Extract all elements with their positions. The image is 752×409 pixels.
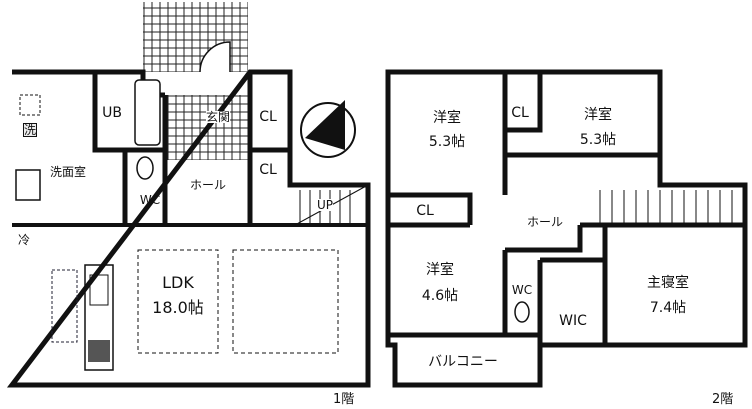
kitchen-counter (84, 264, 114, 371)
porch-tiles (143, 2, 248, 72)
master-bedroom-size: 7.4帖 (649, 300, 687, 316)
entrance-door (199, 41, 231, 73)
balcony-label: バルコニー (428, 354, 498, 370)
closet-label: CL (259, 162, 277, 178)
wc-label: WC (139, 193, 161, 207)
toilet (136, 156, 154, 180)
stairs-up-label: UP (316, 198, 334, 212)
sink (89, 274, 109, 306)
laundry-label: 洗 (22, 123, 38, 137)
wic-label: WIC (559, 313, 587, 329)
wc-label: WC (511, 283, 533, 297)
wash-basin (15, 169, 41, 201)
washer-space (19, 94, 41, 116)
closet-label: CL (511, 105, 529, 121)
cl-area-outline (232, 249, 339, 354)
washroom-label: 洗面室 (49, 165, 87, 179)
western-room-label: 洋室 (584, 107, 612, 123)
closet-label: CL (416, 203, 434, 219)
floor2-label: 2階 (712, 392, 734, 407)
ldk-size: 18.0帖 (152, 298, 204, 317)
floor2-walls (385, 69, 748, 388)
master-bedroom-label: 主寝室 (647, 275, 689, 291)
hall-label: ホール (189, 178, 227, 192)
ub-label: UB (102, 105, 122, 121)
western-room-size: 5.3帖 (579, 132, 617, 148)
western-room-label: 洋室 (433, 110, 461, 126)
entrance-label: 玄関 (205, 110, 231, 124)
table-outline (51, 269, 78, 343)
toilet-2f (514, 301, 530, 323)
western-room-size: 5.3帖 (428, 134, 466, 150)
fridge-label: 冷 (17, 233, 31, 247)
bathtub (134, 79, 161, 146)
stove (88, 340, 110, 362)
floor1-label: 1階 (333, 392, 355, 407)
ldk-label: LDK (162, 273, 194, 292)
closet-label: CL (259, 109, 277, 125)
hall-label: ホール (526, 215, 564, 229)
western-room-label: 洋室 (426, 262, 454, 278)
western-room-size: 4.6帖 (421, 288, 459, 304)
north-arrow-icon (300, 100, 356, 158)
